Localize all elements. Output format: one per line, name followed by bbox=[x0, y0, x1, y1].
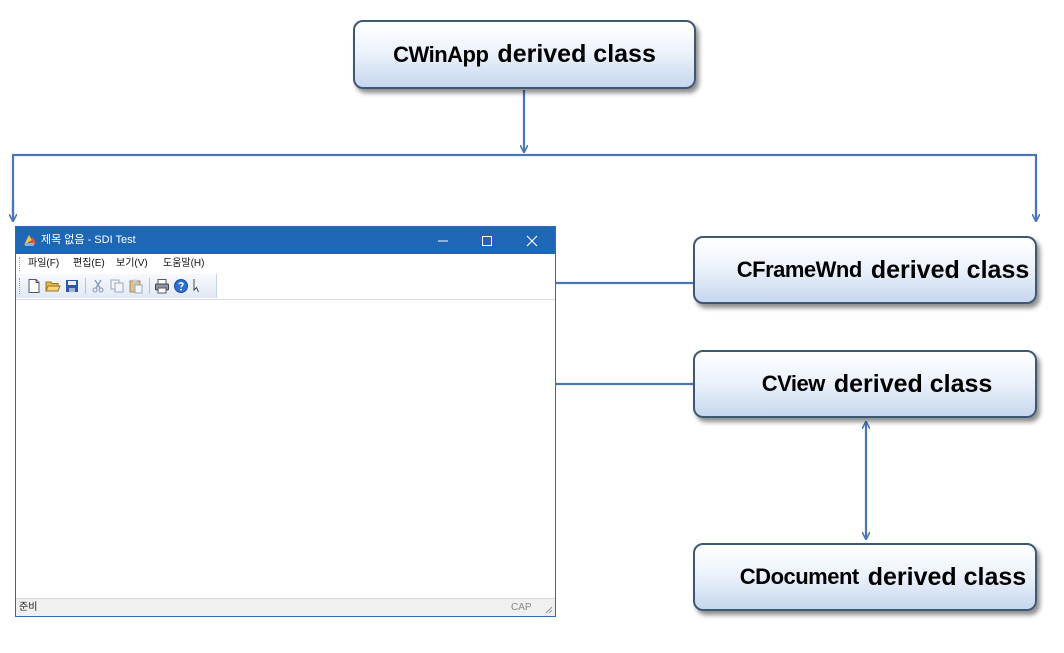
status-text: 준비 bbox=[19, 602, 38, 613]
menu-view[interactable]: 보기(V) bbox=[116, 258, 148, 269]
window-titlebar[interactable]: 제목 없음 - SDI Test bbox=[16, 227, 555, 254]
copy-icon[interactable] bbox=[109, 278, 125, 294]
cwinapp-derived-label: derived class bbox=[497, 40, 656, 68]
close-button[interactable] bbox=[510, 227, 554, 254]
toolbar bbox=[16, 274, 217, 298]
cwinapp-class-name: CWinApp bbox=[393, 41, 489, 67]
maximize-button[interactable] bbox=[465, 227, 509, 254]
cframewnd-derived-label: derived class bbox=[870, 255, 1030, 284]
cwinapp-box: CWinApp derived class bbox=[353, 20, 696, 89]
cview-box: CView derived class bbox=[693, 350, 1037, 418]
cdocument-box: CDocument derived class bbox=[693, 543, 1037, 611]
cframewnd-class-name: CFrameWnd bbox=[736, 257, 863, 282]
toolbar-grip[interactable] bbox=[19, 278, 22, 294]
app-icon bbox=[22, 232, 38, 248]
cut-icon[interactable] bbox=[90, 278, 106, 294]
caps-lock-indicator: CAP bbox=[511, 602, 532, 613]
menu-edit[interactable]: 편집(E) bbox=[73, 258, 105, 269]
context-help-icon[interactable] bbox=[191, 278, 201, 294]
branch-line bbox=[11, 153, 1038, 220]
toolbar-separator bbox=[85, 278, 86, 294]
cview-class-name: CView bbox=[761, 371, 826, 396]
resize-grip-icon[interactable] bbox=[543, 604, 553, 614]
toolbar-separator bbox=[149, 278, 150, 294]
save-icon[interactable] bbox=[64, 278, 80, 294]
help-icon[interactable] bbox=[173, 278, 189, 294]
window-title: 제목 없음 - SDI Test bbox=[41, 234, 136, 246]
cframewnd-box: CFrameWnd derived class bbox=[693, 236, 1037, 304]
new-file-icon[interactable] bbox=[26, 278, 42, 294]
paste-icon[interactable] bbox=[128, 278, 144, 294]
menu-help[interactable]: 도움말(H) bbox=[163, 258, 205, 269]
sdi-app-window: 제목 없음 - SDI Test 파일(F) 편집(E) 보기(V) 도움말(H… bbox=[15, 226, 556, 617]
menu-file[interactable]: 파일(F) bbox=[28, 258, 60, 269]
cdocument-derived-label: derived class bbox=[867, 562, 1027, 591]
print-icon[interactable] bbox=[154, 278, 170, 294]
cview-derived-label: derived class bbox=[833, 369, 993, 398]
menu-bar: 파일(F) 편집(E) 보기(V) 도움말(H) bbox=[16, 254, 555, 274]
menubar-grip[interactable] bbox=[19, 257, 22, 271]
minimize-button[interactable] bbox=[421, 227, 465, 254]
cdocument-class-name: CDocument bbox=[739, 564, 859, 589]
status-bar: 준비 CAP bbox=[16, 598, 555, 616]
open-folder-icon[interactable] bbox=[45, 278, 61, 294]
view-client-area[interactable] bbox=[16, 299, 555, 599]
